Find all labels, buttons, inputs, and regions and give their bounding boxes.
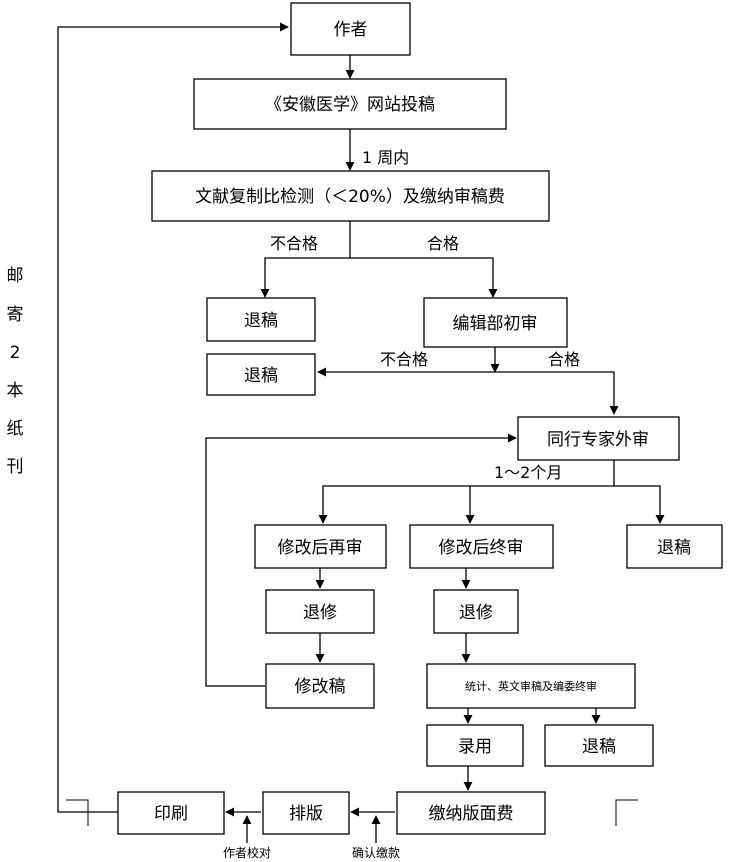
node-pay-fee-box [396,791,546,835]
side-label-char: 刊 [7,457,24,477]
node-reject4-box [544,724,654,767]
node-reject1: 退稿 [244,311,278,331]
node-return-revise2-box [433,589,519,634]
node-pay-fee: 缴纳版面费 [429,804,514,824]
edge-labels: 1 周内 不合格 合格 不合格 合格 1～2个月 [270,148,580,482]
edge-check-to-initial-review [350,257,498,298]
node-return-revise1-box [265,589,375,634]
side-label-char: 2 [10,343,21,363]
node-print-box [117,791,225,835]
node-accept: 录用 [458,737,492,757]
label-pass-1: 合格 [427,234,459,253]
node-stat-review-box [426,663,636,709]
edge-check-to-reject1 [260,257,350,298]
footnotes: 作者校对 确认缴款 [223,845,400,860]
side-label-char: 邮 [7,266,24,286]
label-one-two-months: 1～2个月 [494,463,562,482]
node-submit: 《安徽医学》网站投稿 [265,95,435,115]
node-author-box [290,2,411,56]
node-revised-manuscript-box [265,663,375,709]
side-label-char: 本 [7,381,24,401]
side-label: 邮 寄 2 本 纸 刊 [7,266,24,477]
node-layout: 排版 [289,804,323,824]
label-fail-2: 不合格 [380,350,428,369]
node-print: 印刷 [154,804,188,824]
node-revise-rereview: 修改后再审 [278,538,363,558]
node-peer-review-box [517,416,680,461]
node-revise-rereview-box [254,524,387,569]
node-return-revise2: 退修 [459,603,493,623]
edge-peer-to-revise-rereview [318,485,614,524]
node-reject1-box [206,297,316,342]
node-stat-review: 统计、英文审稿及编委终审 [465,679,597,693]
node-reject2: 退稿 [244,366,278,386]
footnote-confirm-payment: 确认缴款 [352,845,400,860]
node-reject4: 退稿 [582,737,616,757]
node-return-revise1: 退修 [303,603,337,623]
footnote-author-proof: 作者校对 [223,845,271,860]
label-pass-2: 合格 [548,350,580,369]
node-revise-final-box [409,524,554,569]
node-peer-review: 同行专家外审 [547,430,649,450]
node-submit-box [193,78,507,130]
edge-peer-to-reject3 [614,485,665,524]
edges [57,22,665,843]
label-one-week: 1 周内 [362,148,409,167]
node-initial-review-box [423,297,568,348]
label-fail-1: 不合格 [270,234,318,253]
node-reject3: 退稿 [657,538,691,558]
node-reject3-box [626,524,723,569]
edge-initial-review-to-peer-review [495,371,619,415]
side-label-char: 纸 [7,419,24,439]
edge-revised-loop-to-peer-review [205,433,517,687]
node-reject2-box [206,353,316,396]
node-accept-box [426,724,524,767]
node-initial-review: 编辑部初审 [453,314,538,334]
node-revised-manuscript: 修改稿 [295,677,346,697]
node-check-box [151,170,550,222]
crop-mark-left [66,799,89,826]
crop-mark-right [615,799,638,826]
side-label-char: 寄 [7,305,24,325]
node-author: 作者 [334,20,368,40]
node-check: 文献复制比检测（＜20%）及缴纳审稿费 [195,187,505,207]
node-revise-final: 修改后终审 [439,538,524,558]
node-layout-box [262,791,350,835]
crop-marks [66,799,638,826]
nodes: 作者 《安徽医学》网站投稿 文献复制比检测（＜20%）及缴纳审稿费 退稿 编辑部… [117,2,723,835]
edge-print-loop-to-author [57,22,289,813]
